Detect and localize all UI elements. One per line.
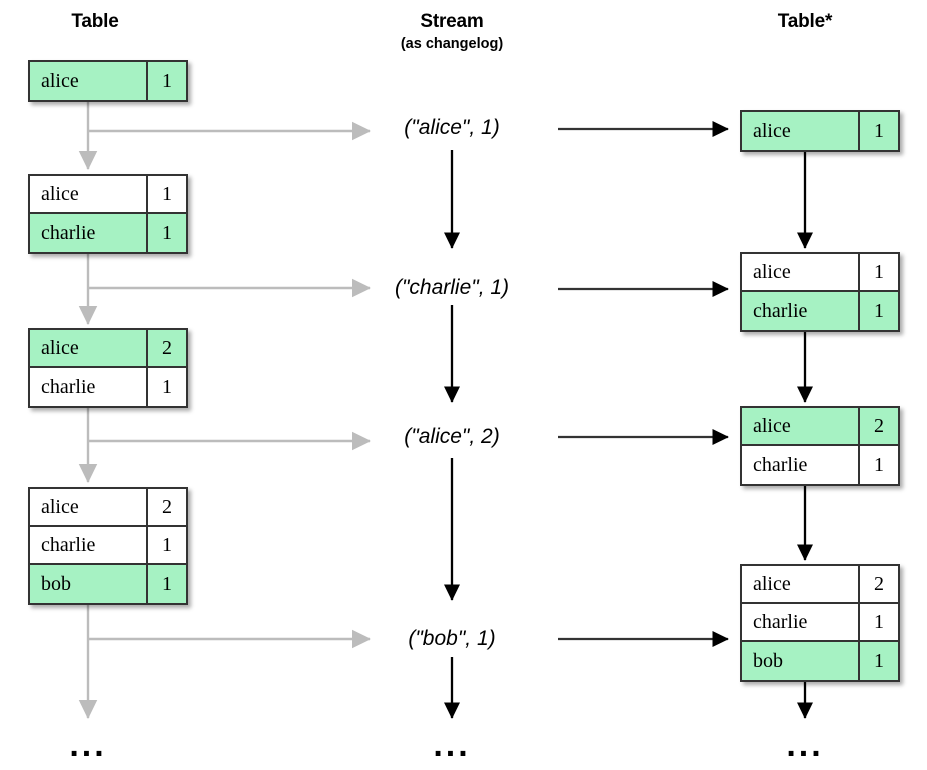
table-cell-key: charlie [30,368,148,406]
table-row: bob 1 [30,565,186,603]
table-row: alice 1 [30,62,186,100]
column-subheading-stream: (as changelog) [400,36,504,52]
table-row: alice 1 [742,112,898,150]
table-cell-value: 1 [874,300,884,322]
table-cell-key: charlie [742,446,860,484]
table-cell-key: alice [30,489,148,525]
table-cell-value: 2 [162,496,172,518]
table-cell-key: bob [742,642,860,680]
table-star-snapshot-2: alice 1 charlie 1 [740,252,900,332]
table-snapshot-2: alice 1 charlie 1 [28,174,188,254]
ellipsis-left: ... [69,726,107,764]
table-cell-value: 1 [162,222,172,244]
table-cell-key: charlie [742,604,860,640]
table-cell-value: 1 [162,573,172,595]
table-cell-value: 1 [162,376,172,398]
table-star-snapshot-1: alice 1 [740,110,900,152]
table-cell-key: alice [30,330,148,366]
table-cell-key: alice [742,566,860,602]
stream-to-table-star-arrows [558,120,729,648]
table-cell-value: 1 [874,120,884,142]
table-cell-key: alice [742,112,860,150]
table-star-snapshot-3: alice 2 charlie 1 [740,406,900,486]
table-cell-value: 1 [162,534,172,556]
table-row: alice 1 [742,254,898,292]
table-row: alice 2 [30,489,186,527]
table-cell-value: 1 [874,650,884,672]
table-cell-value: 2 [162,337,172,359]
table-cell-value: 2 [874,573,884,595]
column-heading-table: Table [71,11,119,32]
column-heading-table-star: Table* [777,11,833,32]
table-cell-value: 1 [874,261,884,283]
table-row: alice 2 [742,408,898,446]
table-cell-value: 1 [162,70,172,92]
table-cell-value: 1 [162,183,172,205]
table-row: alice 1 [30,176,186,214]
stream-event-label-2: ("charlie", 1) [394,276,510,299]
table-cell-value: 1 [874,611,884,633]
table-row: charlie 1 [742,604,898,642]
table-star-snapshot-4: alice 2 charlie 1 bob 1 [740,564,900,682]
table-row: charlie 1 [30,368,186,406]
table-row: charlie 1 [742,292,898,330]
table-cell-key: charlie [30,214,148,252]
table-cell-key: charlie [30,527,148,563]
table-cell-key: charlie [742,292,860,330]
table-snapshot-1: alice 1 [28,60,188,102]
table-row: charlie 1 [30,527,186,565]
table-row: bob 1 [742,642,898,680]
table-row: charlie 1 [742,446,898,484]
table-cell-key: alice [30,62,148,100]
table-row: alice 2 [742,566,898,604]
stream-event-label-3: ("alice", 2) [404,425,500,448]
table-snapshot-4: alice 2 charlie 1 bob 1 [28,487,188,605]
table-row: alice 2 [30,330,186,368]
table-cell-key: alice [742,254,860,290]
column-heading-stream: Stream [420,11,484,32]
stream-event-label-1: ("alice", 1) [404,116,500,139]
table-cell-key: alice [30,176,148,212]
ellipsis-right: ... [786,726,824,764]
table-to-stream-arrows [88,121,371,649]
table-row: charlie 1 [30,214,186,252]
table-cell-value: 1 [874,454,884,476]
stream-event-label-4: ("bob", 1) [408,627,496,650]
ellipsis-center: ... [433,726,471,764]
table-cell-key: alice [742,408,860,444]
table-snapshot-3: alice 2 charlie 1 [28,328,188,408]
table-cell-key: bob [30,565,148,603]
table-cell-value: 2 [874,415,884,437]
